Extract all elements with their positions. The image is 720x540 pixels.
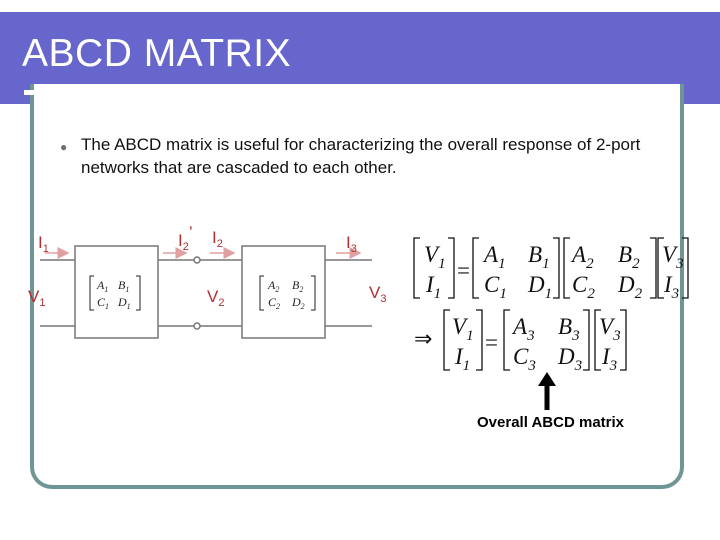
- network-1-box: [74, 245, 159, 339]
- network-2-box: [241, 245, 326, 339]
- svg-text:V3: V3: [662, 242, 684, 272]
- label-V3: V3: [369, 283, 386, 305]
- implies-icon: ⇒: [414, 326, 432, 351]
- svg-text:A1: A1: [482, 242, 506, 272]
- cascade-circuit: [40, 245, 372, 339]
- svg-text:V1: V1: [452, 314, 474, 344]
- label-I2: I2: [212, 228, 223, 250]
- callout-label: Overall ABCD matrix: [477, 414, 624, 431]
- svg-text:I3: I3: [663, 272, 679, 302]
- svg-text:A2: A2: [570, 242, 594, 272]
- node: [193, 256, 201, 264]
- page-title: ABCD MATRIX: [22, 32, 292, 75]
- svg-text:I1: I1: [454, 344, 470, 374]
- svg-text:D1: D1: [117, 295, 131, 311]
- svg-text:C2: C2: [572, 272, 595, 302]
- label-I2-prime: I2’: [178, 223, 193, 253]
- svg-text:A1: A1: [96, 278, 108, 294]
- bullet-icon: ●: [60, 140, 68, 154]
- svg-text:B1: B1: [528, 242, 550, 272]
- svg-text:C1: C1: [484, 272, 507, 302]
- bullet-text: The ABCD matrix is useful for characteri…: [81, 135, 641, 177]
- svg-text:B2: B2: [292, 278, 303, 294]
- svg-text:B1: B1: [118, 278, 129, 294]
- svg-text:=: =: [457, 258, 470, 283]
- label-I1: I1: [38, 233, 49, 255]
- svg-text:B2: B2: [618, 242, 640, 272]
- label-I3: I3: [346, 233, 357, 255]
- svg-text:C1: C1: [97, 295, 109, 311]
- label-V2: V2: [207, 287, 224, 309]
- svg-text:I3: I3: [601, 344, 617, 374]
- svg-text:C2: C2: [268, 295, 280, 311]
- up-arrow-icon: [538, 372, 556, 410]
- svg-text:I1: I1: [425, 272, 441, 302]
- svg-text:B3: B3: [558, 314, 580, 344]
- svg-text:C3: C3: [513, 344, 536, 374]
- node: [193, 322, 201, 330]
- svg-text:D2: D2: [291, 295, 305, 311]
- network-2-matrix: A2 B2 C2 D2: [259, 275, 316, 311]
- svg-text:V1: V1: [424, 242, 446, 272]
- svg-text:D2: D2: [617, 272, 643, 302]
- svg-text:D3: D3: [557, 344, 582, 374]
- overall-equation: ⇒ V1 I1 = A3 B3 C3 D3 V3 I3: [414, 309, 627, 374]
- network-1-matrix: A1 B1 C1 D1: [89, 275, 141, 311]
- svg-text:V3: V3: [599, 314, 621, 344]
- svg-text:D1: D1: [527, 272, 552, 302]
- svg-text:=: =: [485, 330, 498, 355]
- cascade-equation: V1 I1 = A1 B1 C1 D1 A2 B2 C2 D2 V3 I3: [413, 237, 689, 302]
- content-frame: [30, 84, 684, 489]
- circuit-labels: I1 V1 I2’ I2 V2 I3 V3: [28, 223, 386, 309]
- svg-text:A3: A3: [511, 314, 535, 344]
- label-V1: V1: [28, 287, 45, 309]
- header-rule: [24, 90, 636, 95]
- svg-text:A2: A2: [267, 278, 279, 294]
